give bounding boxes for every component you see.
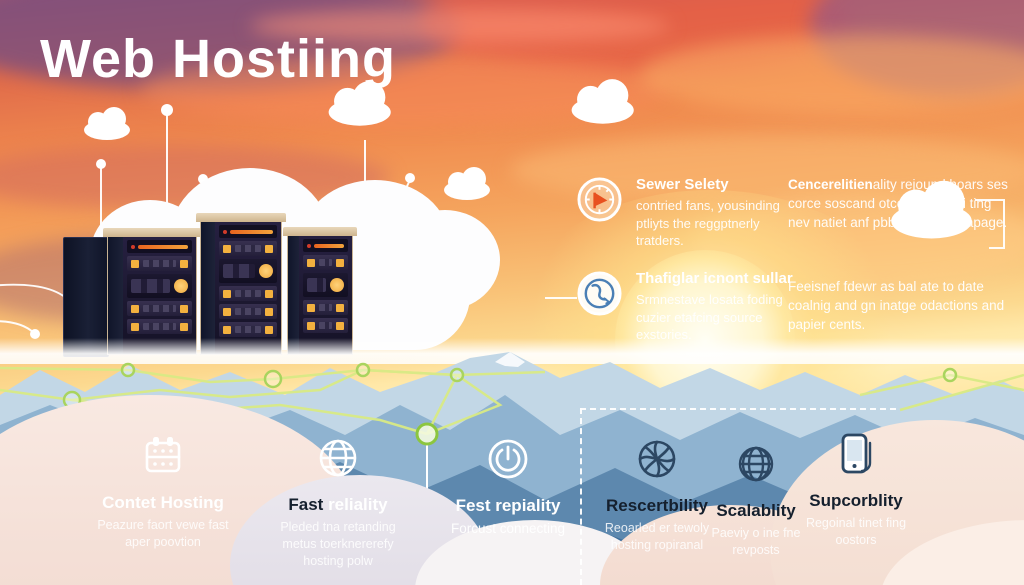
server-rack — [103, 228, 201, 355]
feature-block-server-safety: Sewer Selety contried fans, yousinding p… — [576, 176, 811, 250]
paragraph-text: ality rejound hoars ses corce soscand ot… — [788, 177, 1008, 230]
feature-heading: Sewer Selety — [636, 176, 729, 193]
feature-body: Reoarled er tewoly hosting ropiranal — [604, 521, 710, 552]
feature-paragraph-1: Cencerelitienality rejound hoars ses cor… — [788, 176, 1016, 233]
pinwheel-globe-icon — [638, 440, 676, 478]
feature-title: Scalablity — [716, 501, 796, 520]
feature-body: contried fans, yousinding ptliyts the re… — [636, 198, 780, 249]
feature-title: Supcorblity — [809, 491, 903, 510]
feature-body: Regoinal tinet fing oostors — [805, 516, 907, 547]
feature-title: Rescertbility — [605, 496, 709, 515]
feature-body: Srmnestave losata foding cuzier etafcing… — [636, 292, 783, 343]
feature-body: Forcust connecting — [450, 521, 566, 536]
server-rack — [283, 227, 357, 355]
dashed-zone-border-top — [580, 408, 896, 410]
page-title: Web Hostiing — [40, 29, 396, 89]
bottom-feature-reliability: Rescertbility Reoarled er tewoly hosting… — [591, 435, 723, 554]
connector-dot — [96, 159, 106, 169]
feature-paragraph-2: Feeisnef fdewr as bal ate to date coalni… — [788, 278, 1024, 335]
smartphone-icon — [841, 433, 872, 474]
snow-cap — [495, 352, 525, 367]
globe-icon — [319, 439, 357, 477]
feature-body: Pleded tna retanding metus toerknererefy… — [280, 520, 396, 568]
sky-streak — [640, 35, 1024, 115]
connector-dot — [405, 173, 415, 183]
cloud-icon — [84, 107, 130, 140]
stopwatch-play-icon — [577, 177, 622, 222]
bottom-feature-content-hosting: Contet Hosting Peazure faort vewe fast a… — [88, 432, 238, 551]
dashed-zone-border-left — [580, 408, 582, 585]
highlight-node — [415, 422, 439, 446]
compass-clock-icon — [577, 271, 622, 316]
bottom-feature-fast-connectivity: Fest repiality Forcust connecting — [428, 435, 588, 538]
power-icon — [488, 439, 528, 479]
server-rack — [196, 213, 286, 355]
feature-title: Fest repiality — [455, 496, 561, 515]
grid-globe-icon — [738, 446, 774, 482]
feature-heading: Thafiglar icnont sullar — [636, 270, 793, 287]
connector-dot — [161, 104, 173, 116]
calendar-icon — [145, 437, 181, 473]
bottom-feature-support: Supcorblity Regoinal tinet fing oostors — [795, 430, 917, 549]
network-nodes — [62, 362, 958, 410]
feature-title: Contet Hosting — [102, 493, 224, 512]
bottom-feature-scalability: Scalablity Paeviy o ine fne revposts — [700, 440, 812, 559]
feature-body: Peazure faort vewe fast aper poovtion — [97, 518, 229, 549]
server-cluster — [50, 168, 500, 357]
server-rack — [63, 237, 109, 357]
feature-title-dark: Fast — [288, 495, 324, 514]
feature-body: Paeviy o ine fne revposts — [711, 526, 801, 557]
paragraph-lead: Cencerelitien — [788, 177, 873, 192]
feature-block-traffic: Thafiglar icnont sullar Srmnestave losat… — [576, 270, 811, 344]
paragraph-text: Feeisnef fdewr as bal ate to date coalni… — [788, 279, 1005, 332]
bottom-feature-fast-reliability: Fast reliality Pleded tna retanding metu… — [263, 434, 413, 570]
sky-streak — [250, 8, 670, 44]
cloud-icon — [571, 79, 634, 124]
connector-dot — [30, 329, 40, 339]
feature-title-rest: reliality — [323, 495, 388, 514]
